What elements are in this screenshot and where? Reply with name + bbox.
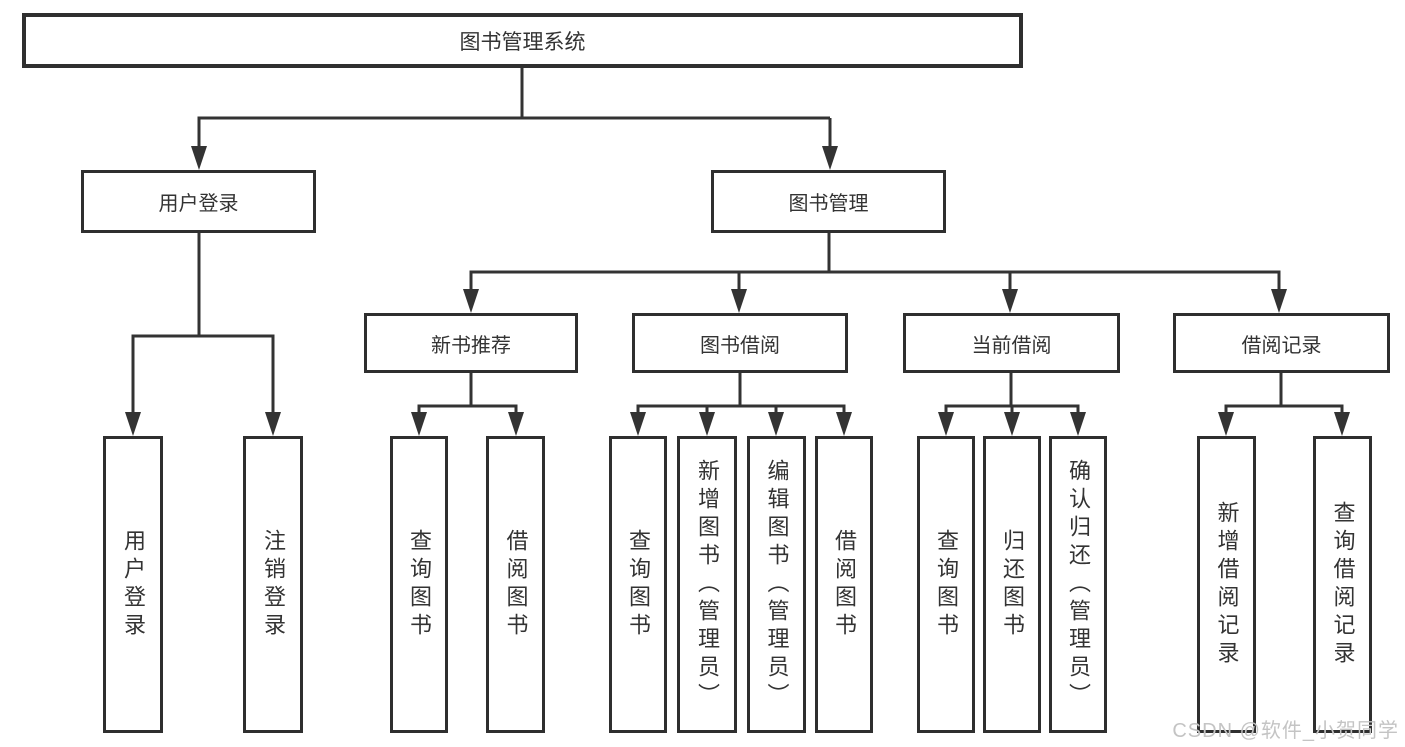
leaf-logout: 注销登录 [243, 436, 303, 733]
leaf-user-login: 用户登录 [103, 436, 163, 733]
leaf-add-book-admin: 新增图书（管理员） [677, 436, 737, 733]
leaf-query-books-recommend: 查询图书 [390, 436, 448, 733]
node-new-book-recommend: 新书推荐 [364, 313, 578, 373]
leaf-borrow-books-recommend: 借阅图书 [486, 436, 545, 733]
watermark: CSDN @软件_小贺同学 [1172, 720, 1399, 742]
leaf-query-books-borrow: 查询图书 [609, 436, 667, 733]
node-library-system: 图书管理系统 [22, 13, 1023, 68]
leaf-add-borrow-record: 新增借阅记录 [1197, 436, 1256, 733]
leaf-return-books: 归还图书 [983, 436, 1041, 733]
node-book-management: 图书管理 [711, 170, 946, 233]
leaf-borrow-books: 借阅图书 [815, 436, 873, 733]
node-book-borrow: 图书借阅 [632, 313, 848, 373]
leaf-confirm-return-admin: 确认归还（管理员） [1049, 436, 1107, 733]
leaf-query-books-current: 查询图书 [917, 436, 975, 733]
node-borrow-records: 借阅记录 [1173, 313, 1390, 373]
node-current-borrow: 当前借阅 [903, 313, 1120, 373]
node-user-login: 用户登录 [81, 170, 316, 233]
leaf-query-borrow-record: 查询借阅记录 [1313, 436, 1372, 733]
leaf-edit-book-admin: 编辑图书（管理员） [747, 436, 806, 733]
